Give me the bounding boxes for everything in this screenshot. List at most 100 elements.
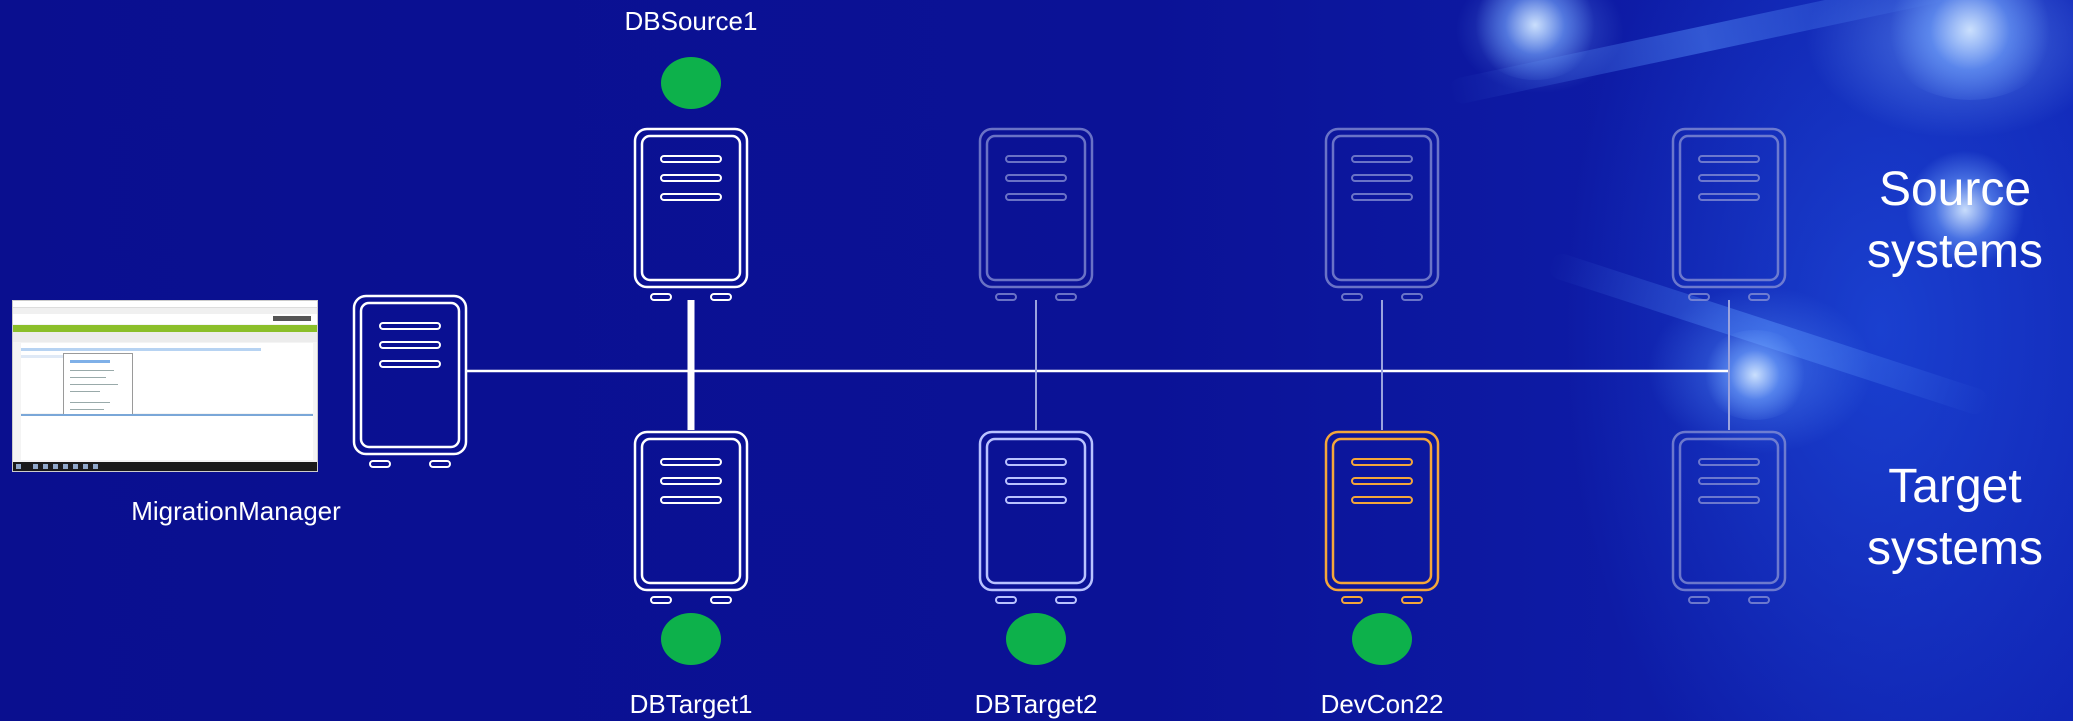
- server-drive-bay: [1698, 496, 1760, 504]
- target-label-2: DBTarget2: [974, 689, 1098, 719]
- server-drive-bay: [660, 496, 722, 504]
- server-foot: [1688, 596, 1710, 604]
- server-outer-frame: [978, 430, 1094, 592]
- server-drive-bay: [660, 174, 722, 182]
- server-foot: [710, 596, 732, 604]
- source-systems-label-line-2: systems: [1866, 225, 2044, 278]
- background-glow: [1905, 150, 2025, 270]
- screenshot-accent-bar: [13, 325, 317, 332]
- source-server-icon-2: [978, 127, 1094, 301]
- screenshot-title-bar: [13, 301, 317, 308]
- server-outer-frame: [1671, 127, 1787, 289]
- server-foot: [1055, 293, 1077, 301]
- server-inner-frame: [1331, 134, 1433, 282]
- server-drive-bay: [1698, 155, 1760, 163]
- screenshot-menu-line: [70, 384, 118, 385]
- screenshot-menu-line: [70, 402, 110, 403]
- screenshot-menu-line: [70, 360, 110, 363]
- screenshot-menu-line: [70, 409, 104, 410]
- server-drive-bay: [660, 477, 722, 485]
- server-drive-bay: [660, 155, 722, 163]
- screenshot-toolbar: [13, 332, 317, 342]
- server-foot: [710, 293, 732, 301]
- server-foot: [1748, 293, 1770, 301]
- server-drive-bay: [1005, 496, 1067, 504]
- source-status-dot-icon-1: [661, 57, 721, 109]
- server-drive-bay: [660, 193, 722, 201]
- server-drive-bay: [1005, 174, 1067, 182]
- screenshot-taskbar: [13, 462, 317, 471]
- server-foot: [995, 293, 1017, 301]
- server-foot: [1341, 596, 1363, 604]
- server-outer-frame: [1324, 430, 1440, 592]
- server-foot: [1341, 293, 1363, 301]
- server-outer-frame: [352, 294, 468, 456]
- server-drive-bay: [1698, 174, 1760, 182]
- server-inner-frame: [640, 437, 742, 585]
- server-foot: [369, 460, 391, 468]
- screenshot-taskbar-icon: [43, 464, 48, 469]
- target-label-3: DevCon22: [1320, 689, 1444, 719]
- source-server-icon-3: [1324, 127, 1440, 301]
- server-drive-bay: [1351, 477, 1413, 485]
- target-systems-label-line-2: systems: [1866, 522, 2044, 575]
- server-drive-bay: [379, 341, 441, 349]
- server-drive-bay: [1351, 496, 1413, 504]
- migration-console-screenshot: [12, 300, 318, 472]
- connection-lines: [466, 300, 1730, 430]
- server-foot: [1055, 596, 1077, 604]
- screenshot-brand-bar: [13, 314, 317, 324]
- manager-label: MigrationManager: [131, 496, 341, 526]
- server-inner-frame: [985, 437, 1087, 585]
- screenshot-menu-bar: [13, 308, 317, 314]
- screenshot-menu-line: [70, 391, 100, 392]
- target-server-icon-4: [1671, 430, 1787, 604]
- screenshot-grid-row: [21, 355, 101, 358]
- server-inner-frame: [1678, 437, 1780, 585]
- server-drive-bay: [1698, 477, 1760, 485]
- server-drive-bay: [1005, 193, 1067, 201]
- server-foot: [650, 293, 672, 301]
- server-drive-bay: [1005, 155, 1067, 163]
- screenshot-menu-line: [70, 370, 114, 371]
- background-glow: [1700, 330, 1810, 420]
- server-foot: [995, 596, 1017, 604]
- screenshot-taskbar-icon: [33, 464, 38, 469]
- server-inner-frame: [1331, 437, 1433, 585]
- target-status-dot-icon-1: [661, 613, 721, 665]
- server-outer-frame: [1324, 127, 1440, 289]
- target-server-icon-1: [633, 430, 749, 604]
- server-drive-bay: [660, 458, 722, 466]
- manager-server-icon: [352, 294, 468, 468]
- source-server-icon-1: [633, 127, 749, 301]
- server-drive-bay: [1351, 193, 1413, 201]
- source-systems-label: Source systems: [1867, 159, 2043, 283]
- target-label-1: DBTarget1: [629, 689, 753, 719]
- server-foot: [1748, 596, 1770, 604]
- server-drive-bay: [1351, 458, 1413, 466]
- server-foot: [1401, 596, 1423, 604]
- screenshot-menu-line: [70, 377, 106, 378]
- server-foot: [1401, 293, 1423, 301]
- server-drive-bay: [1005, 477, 1067, 485]
- server-drive-bay: [379, 322, 441, 330]
- target-status-dot-icon-2: [1006, 613, 1066, 665]
- target-systems-label-line-1: Target: [1888, 460, 2022, 513]
- server-foot: [1688, 293, 1710, 301]
- server-foot: [650, 596, 672, 604]
- target-status-dot-icon-3: [1352, 613, 1412, 665]
- target-server-icon-2: [978, 430, 1094, 604]
- screenshot-details-panel: [21, 414, 313, 460]
- screenshot-taskbar-icon: [93, 464, 98, 469]
- server-outer-frame: [633, 127, 749, 289]
- screenshot-grid-row: [21, 348, 261, 351]
- server-inner-frame: [985, 134, 1087, 282]
- server-outer-frame: [1671, 430, 1787, 592]
- target-server-icon-3: [1324, 430, 1440, 604]
- server-foot: [429, 460, 451, 468]
- target-systems-label: Target systems: [1867, 456, 2043, 580]
- screenshot-brand-logo: [273, 316, 311, 321]
- server-outer-frame: [978, 127, 1094, 289]
- screenshot-taskbar-icon: [63, 464, 68, 469]
